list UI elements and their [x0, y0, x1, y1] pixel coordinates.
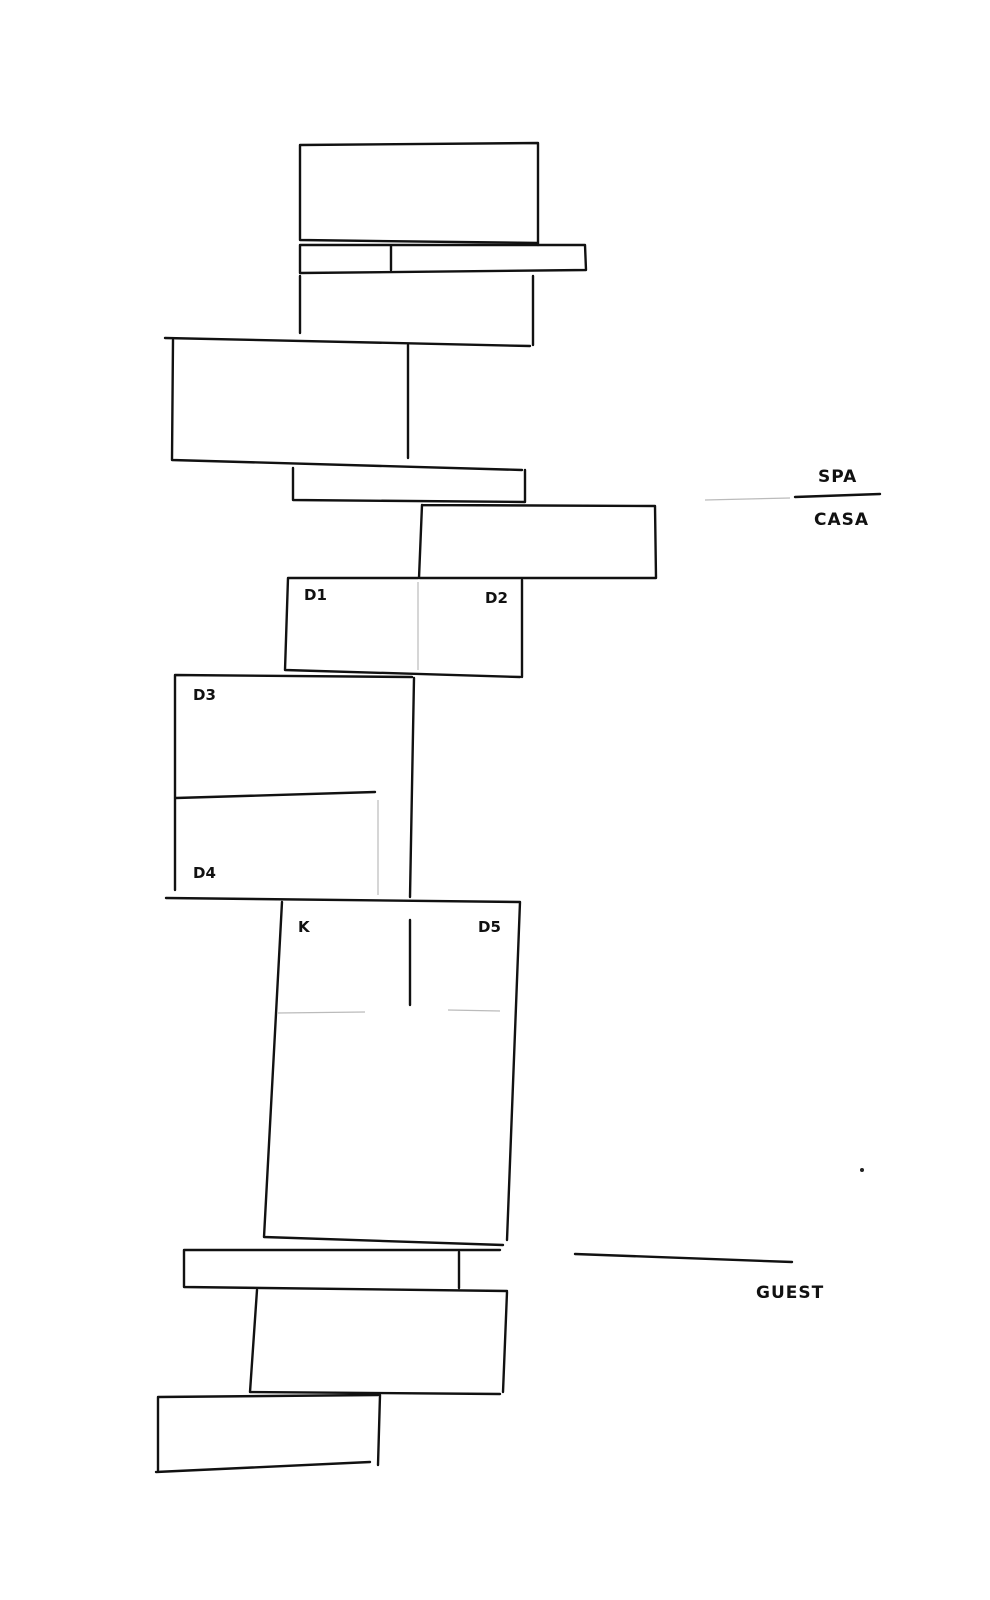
block-lower-1	[248, 1288, 509, 1396]
label-d1: D1	[304, 586, 327, 604]
bar-1	[298, 243, 588, 275]
block-k-d5	[164, 896, 522, 1247]
spa-casa-divider	[793, 492, 882, 499]
block-top	[298, 141, 540, 247]
dot	[860, 1168, 864, 1172]
label-d2: D2	[485, 589, 508, 607]
label-guest: GUEST	[756, 1283, 824, 1303]
block-2	[163, 274, 535, 348]
label-k: K	[298, 918, 311, 936]
faint-line	[704, 497, 791, 501]
block-3	[170, 338, 524, 472]
block-d1-d2	[283, 576, 524, 679]
label-spa: SPA	[818, 467, 857, 487]
bar-spa	[291, 466, 527, 504]
label-casa: CASA	[814, 510, 869, 530]
block-lower-2	[154, 1393, 382, 1474]
block-d3-d4	[173, 673, 416, 899]
label-d4: D4	[193, 864, 216, 882]
guest-divider	[573, 1252, 794, 1264]
block-casa	[417, 503, 658, 580]
label-d3: D3	[193, 686, 216, 704]
label-d5: D5	[478, 918, 501, 936]
bar-guest	[182, 1248, 509, 1293]
